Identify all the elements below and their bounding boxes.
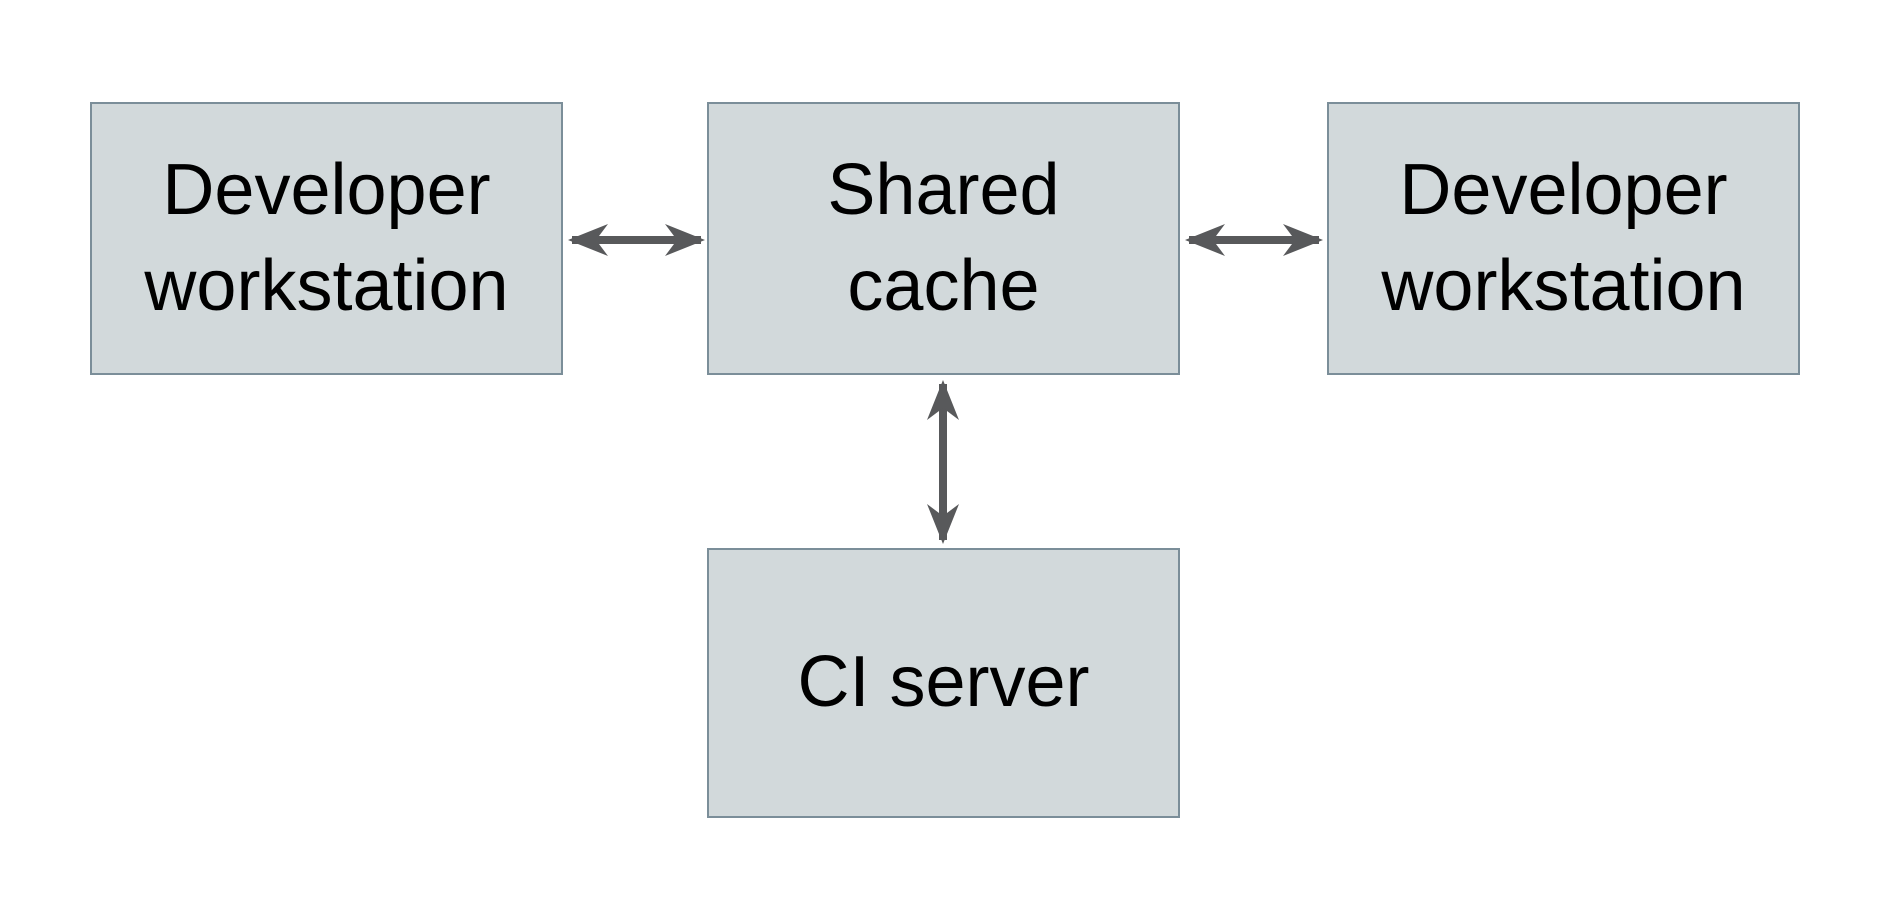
node-label-developer-workstation-right: Developer workstation xyxy=(1381,149,1746,326)
node-shared-cache: Shared cache xyxy=(707,102,1180,375)
node-ci-server: CI server xyxy=(707,548,1180,818)
node-developer-workstation-left: Developer workstation xyxy=(90,102,563,375)
node-label-developer-workstation-left: Developer workstation xyxy=(144,149,509,326)
node-developer-workstation-right: Developer workstation xyxy=(1327,102,1800,375)
node-label-ci-server: CI server xyxy=(797,642,1090,723)
node-label-shared-cache: Shared cache xyxy=(827,149,1060,326)
